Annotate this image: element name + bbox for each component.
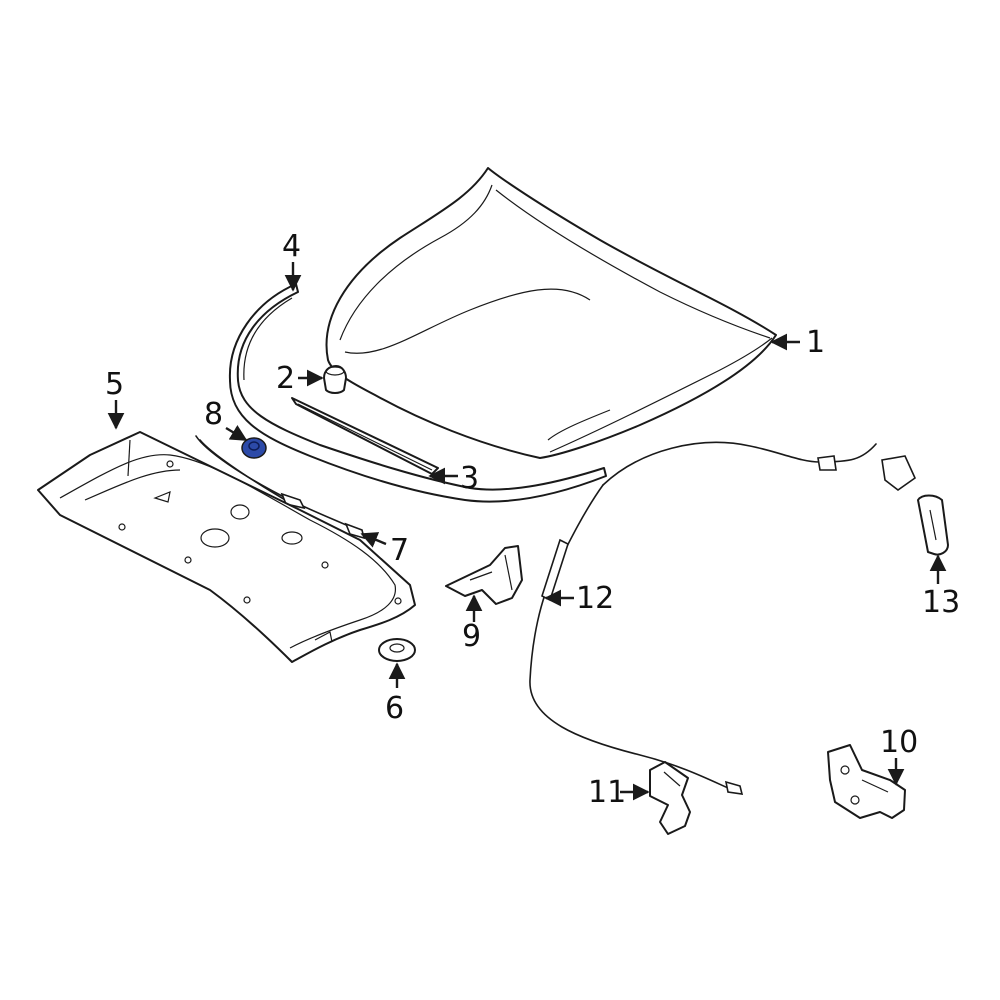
- callout-13: 13: [922, 585, 960, 620]
- secondary-latch[interactable]: [649, 761, 691, 835]
- callout-3: 3: [460, 461, 479, 496]
- hood-latch[interactable]: [827, 744, 906, 819]
- callout-labels: 1 2 3 4 5 6 7 8 9 10 11 12 13: [105, 229, 960, 810]
- callout-1: 1: [806, 325, 825, 360]
- prop-rod-grommet[interactable]: [241, 437, 267, 459]
- hood-bumper[interactable]: [323, 365, 347, 394]
- hood-release-cable[interactable]: [529, 441, 877, 795]
- callout-2: 2: [276, 361, 295, 396]
- hood-panel[interactable]: [325, 167, 777, 459]
- hood-prop-rod[interactable]: [195, 435, 366, 540]
- hood-release-handle[interactable]: [881, 455, 949, 556]
- callout-8: 8: [204, 397, 223, 432]
- callout-11: 11: [588, 775, 626, 810]
- hood-front-seal[interactable]: [228, 283, 607, 503]
- callout-5: 5: [105, 367, 124, 402]
- callout-6: 6: [385, 691, 404, 726]
- callout-12: 12: [576, 581, 614, 616]
- insulator-clip[interactable]: [378, 638, 416, 662]
- leader-arrows: [107, 262, 947, 801]
- callout-4: 4: [282, 229, 301, 264]
- callout-9: 9: [462, 619, 481, 654]
- callout-7: 7: [390, 533, 409, 568]
- hood-hinge[interactable]: [445, 545, 523, 605]
- callout-10: 10: [880, 725, 918, 760]
- hood-insulator-pad[interactable]: [37, 431, 416, 663]
